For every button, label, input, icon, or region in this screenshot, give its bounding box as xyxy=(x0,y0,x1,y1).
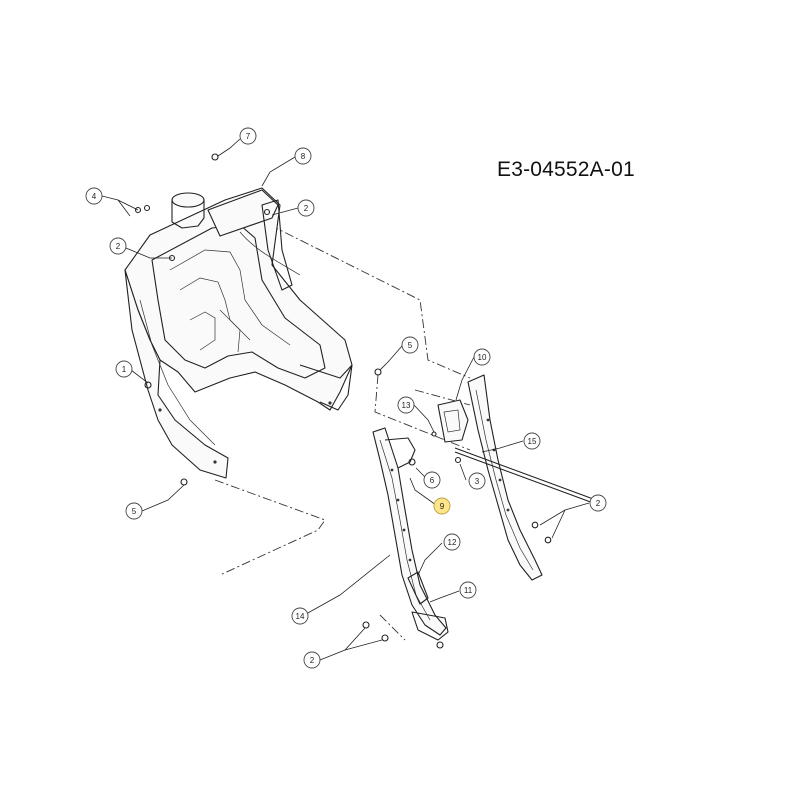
dashboard-housing xyxy=(124,153,382,486)
callout-5-upper: 5 xyxy=(401,336,419,354)
callout-9-highlighted: 9 xyxy=(433,497,451,515)
right-side-rail xyxy=(431,374,602,581)
callout-5-label: 5 xyxy=(132,507,137,516)
callout-7-label: 7 xyxy=(246,132,251,141)
callout-1: 1 xyxy=(115,360,133,378)
callout-10-label: 10 xyxy=(478,353,487,362)
callout-2-lower: 2 xyxy=(303,651,321,669)
callout-2-label: 2 xyxy=(304,204,309,213)
callout-6-label: 6 xyxy=(430,476,435,485)
leader-lines xyxy=(101,138,590,661)
callout-1-label: 1 xyxy=(122,365,127,374)
callout-15-label: 15 xyxy=(528,437,537,446)
callout-4-label: 4 xyxy=(92,192,97,201)
callout-11-label: 11 xyxy=(464,586,473,595)
callout-12: 12 xyxy=(443,533,461,551)
callout-5-lower: 5 xyxy=(125,502,143,520)
callout-11: 11 xyxy=(459,581,477,599)
callout-13: 13 xyxy=(397,396,415,414)
callout-7: 7 xyxy=(239,127,257,145)
callout-8-label: 8 xyxy=(301,152,306,161)
callout-2-label: 2 xyxy=(310,656,315,665)
callout-14: 14 xyxy=(291,607,309,625)
callout-2-upper-left: 2 xyxy=(109,237,127,255)
drawing-reference-code: E3-04552A-01 xyxy=(497,158,635,181)
callout-4: 4 xyxy=(85,187,103,205)
callout-2-label: 2 xyxy=(116,242,121,251)
callout-3-label: 3 xyxy=(475,477,480,486)
callout-13-label: 13 xyxy=(402,401,411,410)
callout-6: 6 xyxy=(423,471,441,489)
callout-10: 10 xyxy=(473,348,491,366)
callout-2-right: 2 xyxy=(589,494,607,512)
callout-2-upper-right: 2 xyxy=(297,199,315,217)
callout-5-label: 5 xyxy=(408,341,413,350)
callout-3: 3 xyxy=(468,472,486,490)
callout-8: 8 xyxy=(294,147,312,165)
callout-2-label: 2 xyxy=(596,499,601,508)
callout-12-label: 12 xyxy=(448,538,457,547)
callout-9-label: 9 xyxy=(440,502,445,511)
left-side-rail xyxy=(362,427,462,649)
callout-14-label: 14 xyxy=(296,612,305,621)
callout-15: 15 xyxy=(523,432,541,450)
